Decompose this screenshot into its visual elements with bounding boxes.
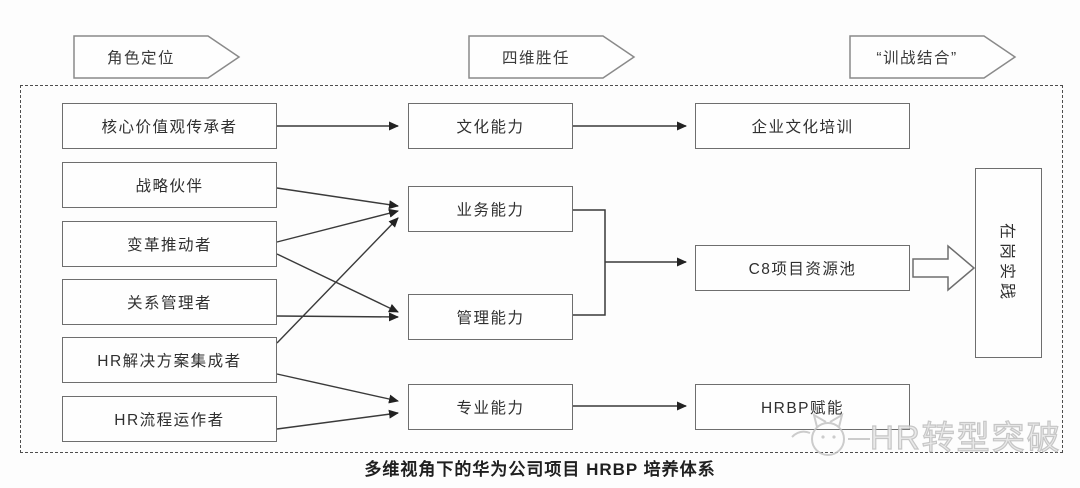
training-box-hrbp-enablement: HRBP赋能 [695, 384, 910, 430]
role-box-strategic-partner: 战略伙伴 [62, 162, 277, 208]
banner-role-positioning: 角色定位 [73, 35, 241, 79]
dashed-frame [20, 85, 1063, 453]
banner-four-dimensions: 四维胜任 [468, 35, 636, 79]
role-box-change-promoter: 变革推动者 [62, 221, 277, 267]
banner-arrow-shape [468, 35, 636, 79]
banner-label: “训战结合” [876, 50, 958, 67]
watermark: HR转型突破 [790, 406, 1080, 464]
role-box-hr-solution-integrator: HR解决方案集成者 [62, 337, 277, 383]
competency-box-professional: 专业能力 [408, 384, 573, 430]
watermark-text: HR转型突破 [869, 418, 1062, 456]
banner-label: 四维胜任 [501, 50, 570, 67]
banner-arrow-shape [849, 35, 1017, 79]
banner-label: 角色定位 [106, 50, 175, 67]
banner-arrow-shape [73, 35, 241, 79]
competency-box-business: 业务能力 [408, 186, 573, 232]
cat-logo-icon [791, 412, 870, 456]
competency-box-culture: 文化能力 [408, 103, 573, 149]
role-box-hr-process-operator: HR流程运作者 [62, 396, 277, 442]
training-box-corporate-culture: 企业文化培训 [695, 103, 910, 149]
diagram-caption: 多维视角下的华为公司项目 HRBP 培养体系 [364, 460, 716, 479]
role-box-relationship-manager: 关系管理者 [62, 279, 277, 325]
practice-box-on-the-job: 在岗实践 [975, 168, 1042, 358]
competency-box-management: 管理能力 [408, 294, 573, 340]
practice-label: 在岗实践 [997, 222, 1015, 304]
banner-training-combat: “训战结合” [849, 35, 1017, 79]
training-box-c8-resource-pool: C8项目资源池 [695, 245, 910, 291]
role-box-core-values-inheritor: 核心价值观传承者 [62, 103, 277, 149]
